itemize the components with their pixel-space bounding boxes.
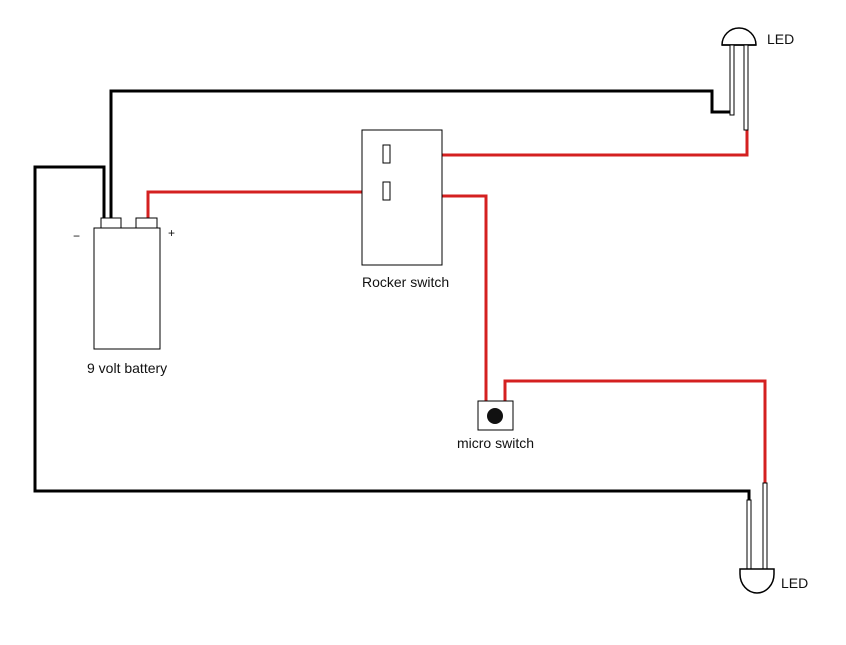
led-bottom-lead-left xyxy=(746,499,752,570)
led-bottom-label: LED xyxy=(781,575,808,591)
wire-black-top xyxy=(109,89,730,218)
battery-label: 9 volt battery xyxy=(87,360,167,376)
battery-plus-sign: + xyxy=(168,226,175,240)
led-top-dome xyxy=(721,27,757,46)
led-top: LED xyxy=(721,27,794,131)
micro-switch-label: micro switch xyxy=(457,435,534,451)
led-top-lead-right xyxy=(743,44,749,131)
battery-minus-sign: − xyxy=(73,229,80,243)
rocker-switch-body xyxy=(361,129,443,266)
rocker-switch: Rocker switch xyxy=(361,129,449,290)
wire-red-micro-to-led-bottom xyxy=(503,379,767,483)
red-wires xyxy=(146,130,767,483)
micro-switch-button xyxy=(487,408,503,424)
wire-red-rocker-to-led-top xyxy=(391,130,749,157)
led-top-lead-left xyxy=(729,44,735,116)
led-bottom-lead-right xyxy=(762,482,768,570)
battery-terminal-negative xyxy=(100,217,122,229)
led-top-label: LED xyxy=(767,31,794,47)
rocker-terminal-top xyxy=(382,144,391,164)
black-wires xyxy=(33,89,751,500)
wire-red-battery-to-rocker xyxy=(146,190,384,218)
led-bottom-dome xyxy=(739,568,775,594)
rocker-switch-label: Rocker switch xyxy=(362,274,449,290)
micro-switch: micro switch xyxy=(457,400,534,451)
battery-terminal-positive xyxy=(135,217,158,229)
battery-body xyxy=(93,227,161,350)
rocker-terminal-bottom xyxy=(382,181,391,201)
battery: − + 9 volt battery xyxy=(73,217,175,376)
led-bottom: LED xyxy=(739,482,808,594)
wire-black-bottom xyxy=(33,165,751,500)
